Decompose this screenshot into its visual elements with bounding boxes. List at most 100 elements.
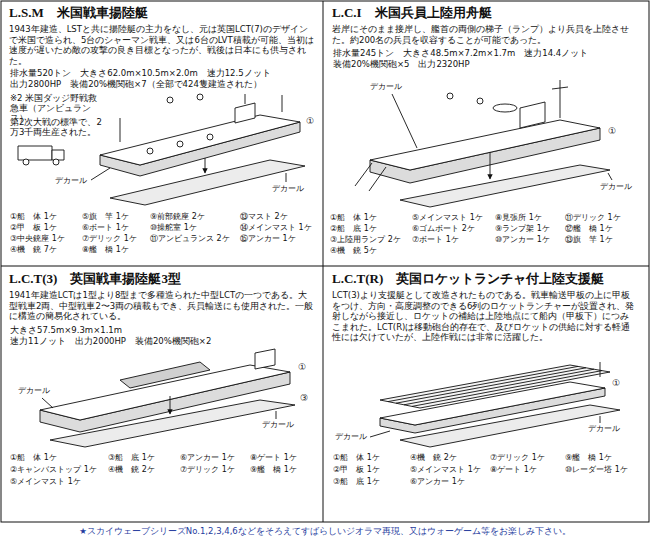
panel-divider: [323, 1, 324, 522]
leader-line: [392, 94, 417, 148]
part: [167, 97, 173, 103]
part-label: ①船 体 1ケ: [10, 212, 57, 222]
part-label: デカール: [335, 432, 367, 442]
panel-description: 岩岸にそのまま接岸し、艦首の両側の梯子（ランプ）より兵員を上陸させた。約200名…: [332, 24, 637, 45]
part-label: 第2次大戦の標準で、2万3千両生産された。: [10, 117, 105, 137]
part-label: ⑩操舵室 1ケ: [150, 223, 197, 233]
part: [197, 94, 203, 100]
wheel: [23, 159, 29, 165]
part-label: ③船 底 1ケ: [333, 477, 380, 487]
part-label: ⑤メインマスト 1ケ: [412, 213, 483, 223]
part-label: ⑥アンカー 1ケ: [180, 453, 235, 463]
rocket-row: [404, 369, 594, 405]
leader-line: [42, 398, 53, 408]
part-label: ①船 体 1ケ: [10, 453, 57, 463]
part-label: ②船 底 1ケ: [330, 224, 377, 234]
spec-line: 速力11ノット 出力2000HP 装備20%機関砲×2: [10, 336, 315, 346]
part-label: ⑧艦 橋 1ケ: [82, 245, 129, 255]
panel-title: L.C.T(3) 英国戦車揚陸艇3型: [9, 271, 314, 287]
part: [477, 98, 483, 104]
part-label: デカール: [588, 424, 620, 434]
part-label: ⑨前部銃座 2ケ: [150, 212, 205, 222]
boat: [493, 104, 517, 112]
part-label: ①船 体 1ケ: [333, 453, 380, 463]
gun-mount: [207, 134, 213, 140]
assembly-arrow: [205, 158, 206, 173]
landing-ramp: [355, 163, 372, 186]
rocket-deck: [380, 365, 610, 408]
spec-line: 装備20%機関砲×5 出力2320HP: [333, 59, 638, 69]
part-label: ①船 体 1ケ: [330, 213, 377, 223]
mast: [282, 95, 283, 112]
landing-ramp: [369, 167, 386, 191]
gun-mount: [147, 148, 153, 154]
panel-title: L.C.T(R) 英国ロケットランチャ付上陸支援艇: [332, 271, 637, 287]
part-label: ⑨艦 橋 1ケ: [565, 453, 612, 463]
part-label: ⑩アンカー 1ケ: [495, 235, 550, 245]
rocket-row: [412, 371, 602, 407]
footer-caption: ★スカイウェーブシリーズNo.1,2,3,4,6などをそろえてすばらしいジオラマ…: [0, 526, 650, 537]
part-label: ⑪アンビュランス 2ケ: [150, 234, 230, 244]
part-label: ⑫艦 橋 1ケ: [565, 224, 613, 234]
part-label: ⑨ランプ架 1ケ: [495, 224, 550, 234]
hull-deck: [370, 120, 600, 170]
mast: [552, 87, 568, 89]
part-label: ②甲 板 1ケ: [10, 223, 57, 233]
part-label: ⑭メインマスト 1ケ: [240, 223, 312, 233]
part-label: デカール: [18, 386, 50, 396]
part: [447, 93, 453, 99]
spec-line: 大きさ57.5m×9.3m×1.1m: [10, 325, 315, 335]
part-label: ⑦デリック 1ケ: [180, 465, 235, 475]
part-label: ①: [612, 378, 620, 389]
assembly-arrow: [170, 396, 171, 414]
part-label: ③上陸用ランプ 2ケ: [330, 235, 401, 245]
part-label: ⑦デリック 1ケ: [82, 234, 137, 244]
part-label: ①: [306, 116, 314, 127]
part-label: ⑤メインマスト 1ケ: [10, 477, 81, 487]
leader-line: [286, 173, 287, 182]
leader-line: [276, 411, 277, 419]
part-label: ③: [300, 393, 308, 404]
part-label: ⑦デリック 1ケ: [490, 453, 545, 463]
ambulance: [18, 146, 52, 160]
part-label: ⑧ゲート 1ケ: [490, 465, 537, 475]
part-label: ②キャンバストップ 1ケ: [10, 465, 97, 475]
part-label: ⑥ボート 1ケ: [82, 223, 129, 233]
part-label: ⑥アンカー 1ケ: [410, 477, 465, 487]
part-label: ⑨艦 橋 1ケ: [250, 465, 297, 475]
part-label: デカール: [262, 420, 294, 430]
spec-line: 出力2800HP 装備20%機関砲×7（全部で424隻建造された）: [10, 79, 315, 89]
part-label: ⑧見張所 1ケ: [495, 213, 542, 223]
part-label: デカール: [272, 184, 304, 194]
part-label: ⑤旗 竿 1ケ: [82, 212, 129, 222]
part-label: ④機 銃 7ケ: [10, 245, 57, 255]
panel-description: 1943年建造、LSTと共に揚陸艇の主力をなし、元は英国LCT(7)のデザインで…: [9, 24, 314, 66]
bridge: [235, 103, 255, 123]
panel-title: L.C.I 米国兵員上陸用舟艇: [332, 5, 637, 21]
part-label: ④機 銃 2ケ: [410, 453, 457, 463]
canvas-top: [120, 362, 210, 388]
part-label: デカール: [370, 82, 402, 92]
part-label: ⑤メインマスト 1ケ: [410, 465, 481, 475]
panel-description: 1941年建造LCTは1型より8型まで多種造られた中型LCTの一つである。大型戦…: [9, 290, 314, 322]
part-label: ④機 銃 2ケ: [108, 465, 155, 475]
part-label: ⑥ゴムボート 2ケ: [412, 224, 475, 234]
leader-line: [91, 168, 110, 180]
part-label: ⑬旗 竿 1ケ: [565, 235, 613, 245]
part-label: ⑮アンカー 1ケ: [240, 234, 296, 244]
sheet-border: [1, 1, 649, 522]
part-label: ①: [298, 362, 306, 373]
bridge: [255, 349, 275, 369]
part-label: ⑪デリック 1ケ: [565, 213, 621, 223]
mast: [600, 362, 601, 377]
part-label: デカール: [55, 176, 87, 186]
assembly-arrow: [490, 152, 491, 179]
panel-title: L.S.M 米国戦車揚陸艇: [9, 5, 314, 21]
wheel: [53, 159, 59, 165]
part-label: デカール: [600, 182, 632, 192]
bridge: [520, 102, 545, 128]
spec-line: 排水量245トン 大きさ48.5m×7.2m×1.7m 速力14.4ノット: [333, 48, 638, 58]
panel-divider: [1, 266, 649, 267]
part-label: ⑧ゲート 1ケ: [250, 453, 297, 463]
